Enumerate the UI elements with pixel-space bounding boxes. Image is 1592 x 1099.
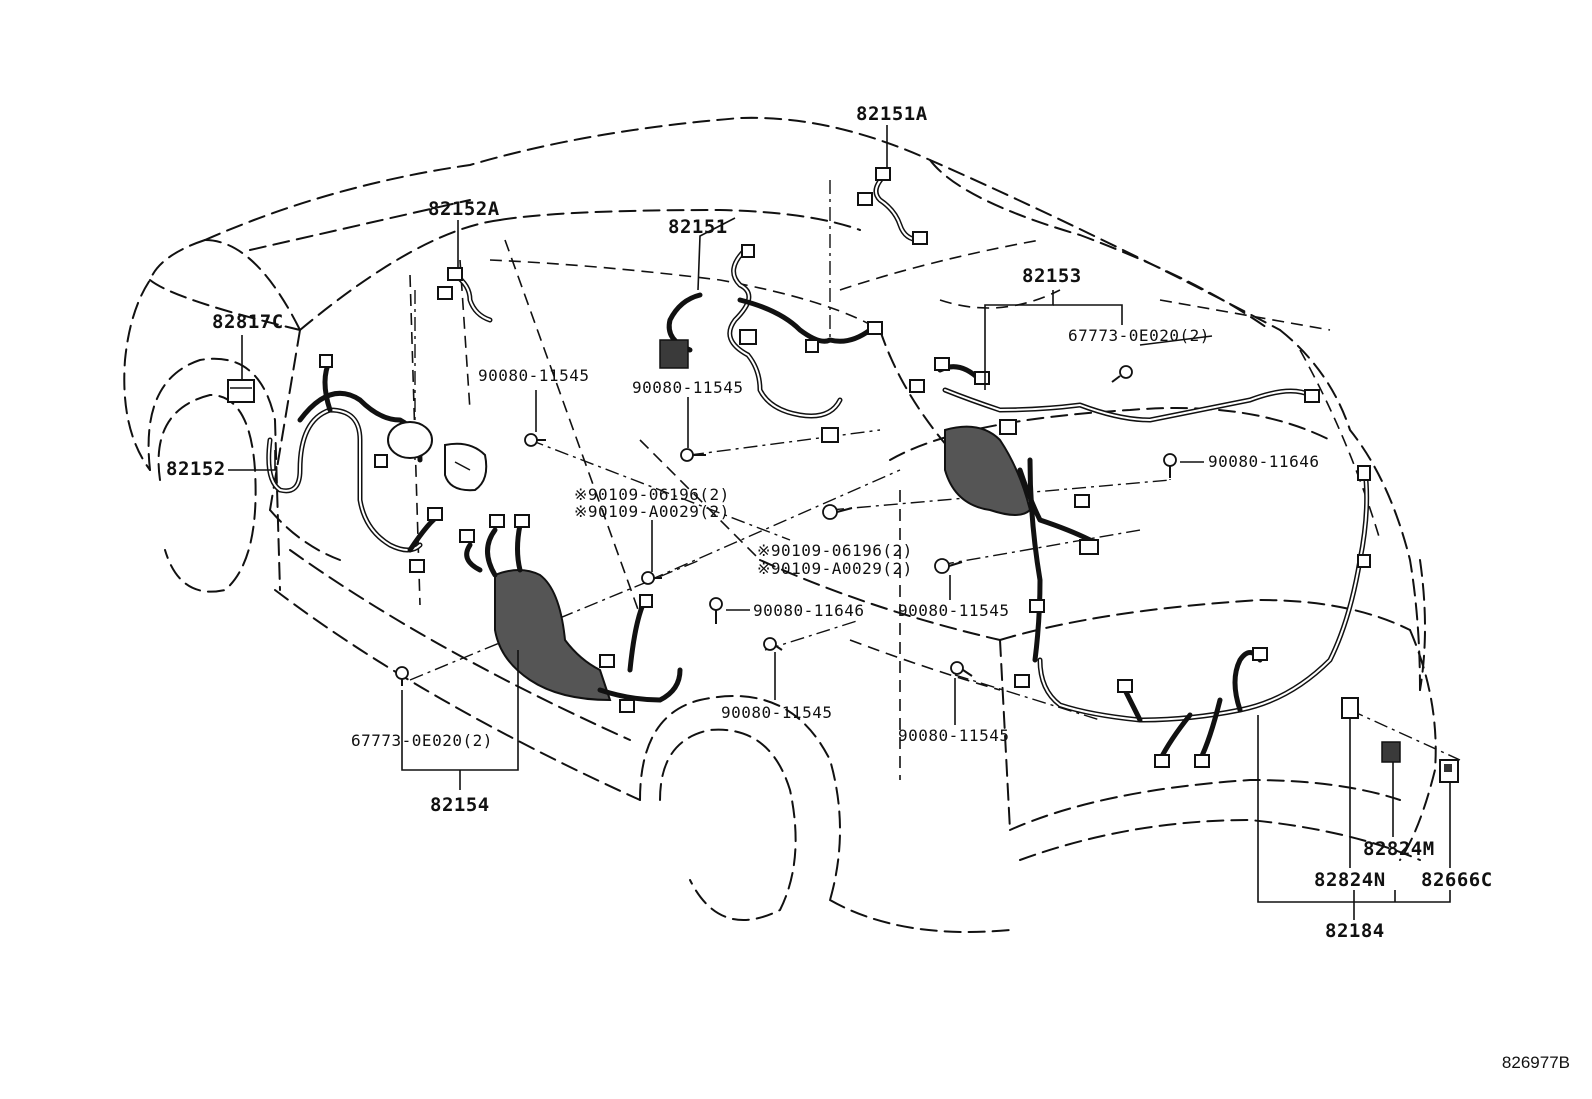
label-90080-11646-b: 90080-11646 xyxy=(753,601,865,620)
connector-icon xyxy=(459,529,475,543)
connector-icon xyxy=(875,167,891,181)
relay-block-icon xyxy=(227,379,255,403)
connector-icon xyxy=(909,379,925,393)
label-90080-11545-e: 90080-11545 xyxy=(898,726,1010,745)
label-90080-11545-d: 90080-11545 xyxy=(721,703,833,722)
harness-protector-icon xyxy=(494,569,612,702)
label-82154: 82154 xyxy=(430,794,490,816)
connector-icon xyxy=(741,244,755,258)
connector-icon xyxy=(857,192,873,206)
connector-icon xyxy=(1014,674,1030,688)
connector-icon xyxy=(934,357,950,371)
label-67773-top: 67773-0E020(2) xyxy=(1068,326,1210,345)
connector-icon xyxy=(437,286,453,300)
bolt-icon xyxy=(641,571,662,585)
bolt-icon xyxy=(763,637,783,651)
connector-icon xyxy=(409,559,425,573)
connector-icon xyxy=(387,421,433,459)
connector-icon xyxy=(1304,389,1320,403)
bolt-icon xyxy=(1111,365,1133,383)
connector-icon xyxy=(514,514,530,528)
label-82824n: 82824N xyxy=(1314,869,1386,891)
harness-82152 xyxy=(266,354,443,573)
bolt-icon xyxy=(709,597,723,624)
harness-82154 xyxy=(459,514,683,713)
connector-icon xyxy=(319,354,333,368)
label-82824m: 82824M xyxy=(1363,838,1435,860)
connector-icon xyxy=(867,321,883,335)
bolt-icon xyxy=(395,666,409,686)
door-cover xyxy=(444,442,488,492)
connector-icon xyxy=(1194,754,1210,768)
harness-82151a xyxy=(857,167,928,245)
connector-icon xyxy=(447,267,463,281)
connector-icon xyxy=(1117,679,1133,693)
connector-icon xyxy=(599,654,615,668)
part-82817c xyxy=(227,379,255,403)
bolt-icon xyxy=(822,504,853,520)
bolt-icon xyxy=(934,558,963,574)
harness-82152a xyxy=(437,267,493,323)
bolt-icon xyxy=(680,448,706,462)
label-90080-11646-a: 90080-11646 xyxy=(1208,452,1320,471)
vehicle-body-outline xyxy=(123,116,1437,933)
connector-82824m-icon xyxy=(1381,741,1401,763)
connector-icon xyxy=(974,371,990,385)
label-90109-06196-a: ※90109-06196(2) xyxy=(574,485,730,504)
loose-connectors xyxy=(1341,697,1459,783)
label-82666c: 82666C xyxy=(1421,869,1493,891)
label-82151: 82151 xyxy=(668,216,728,238)
connector-icon xyxy=(1357,554,1371,568)
label-82184: 82184 xyxy=(1325,920,1385,942)
bolts xyxy=(395,365,1177,686)
connector-icon xyxy=(739,329,757,345)
connector-icon xyxy=(1079,539,1099,555)
connector-icon xyxy=(1029,599,1045,613)
label-82152a: 82152A xyxy=(428,198,500,220)
connector-icon xyxy=(1074,494,1090,508)
harness-82184 xyxy=(1014,465,1371,768)
bolt-icon xyxy=(950,661,973,677)
label-82152: 82152 xyxy=(166,458,226,480)
connector-icon xyxy=(999,419,1017,435)
label-82153: 82153 xyxy=(1022,265,1082,287)
label-90109-a0029-b: ※90109-A0029(2) xyxy=(757,559,913,578)
connector-icon xyxy=(489,514,505,528)
connector-icon xyxy=(821,427,839,443)
connector-icon xyxy=(912,231,928,245)
leader-lines xyxy=(228,125,1451,920)
connector-icon xyxy=(659,339,689,369)
bolt-icon xyxy=(524,433,546,447)
connector-icon xyxy=(619,699,635,713)
harness-82151 xyxy=(659,244,883,443)
label-82151a: 82151A xyxy=(856,103,928,125)
connector-icon xyxy=(1357,465,1371,481)
connector-icon xyxy=(1154,754,1170,768)
label-90080-11545-a: 90080-11545 xyxy=(478,366,590,385)
connector-icon xyxy=(1252,647,1268,661)
label-90109-06196-b: ※90109-06196(2) xyxy=(757,541,913,560)
harness-protector-icon xyxy=(944,425,1032,516)
label-67773-bottom: 67773-0E020(2) xyxy=(351,731,493,750)
label-90080-11545-b: 90080-11545 xyxy=(632,378,744,397)
connector-icon xyxy=(805,339,819,353)
connector-82824n-icon xyxy=(1341,697,1359,719)
diagram-code: 826977B xyxy=(1501,1053,1570,1072)
connector-icon xyxy=(374,454,388,468)
label-90109-a0029-a: ※90109-A0029(2) xyxy=(574,502,730,521)
connector-icon xyxy=(427,507,443,521)
connector-icon xyxy=(639,594,653,608)
label-90080-11545-c: 90080-11545 xyxy=(898,601,1010,620)
label-82817c: 82817C xyxy=(212,311,284,333)
bolt-icon xyxy=(1163,453,1177,478)
